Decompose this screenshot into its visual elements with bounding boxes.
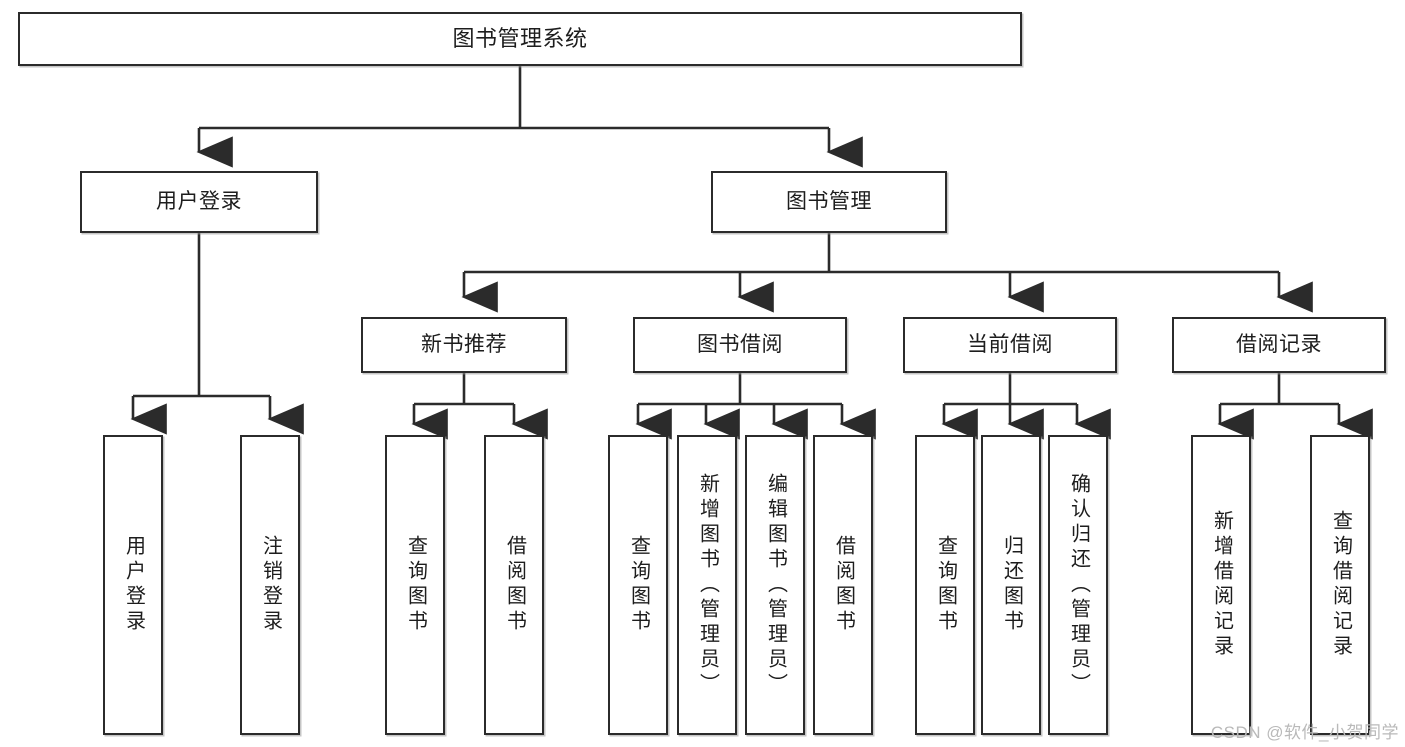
node-leaf-return-book[interactable]: 归还图书	[981, 435, 1041, 735]
node-label: 查询借阅记录	[1329, 510, 1352, 660]
node-leaf-edit-book-admin[interactable]: 编辑图书（管理员）	[745, 435, 805, 735]
node-leaf-query-book-recommendation[interactable]: 查询图书	[385, 435, 445, 735]
node-label: 查询图书	[404, 535, 427, 635]
node-leaf-borrow-book-recommendation[interactable]: 借阅图书	[484, 435, 544, 735]
csdn-watermark: CSDN @软件_小贺同学	[1210, 723, 1399, 742]
node-leaf-confirm-return-admin[interactable]: 确认归还（管理员）	[1048, 435, 1108, 735]
node-label: 新增图书（管理员）	[696, 472, 719, 698]
node-leaf-query-book-borrow[interactable]: 查询图书	[608, 435, 668, 735]
node-leaf-add-book-admin[interactable]: 新增图书（管理员）	[677, 435, 737, 735]
node-leaf-add-borrow-record[interactable]: 新增借阅记录	[1191, 435, 1251, 735]
node-root-book-management-system[interactable]: 图书管理系统	[18, 12, 1022, 66]
node-label: 新增借阅记录	[1210, 510, 1233, 660]
node-label: 新书推荐	[421, 332, 507, 356]
node-leaf-logout-login[interactable]: 注销登录	[240, 435, 300, 735]
node-leaf-query-book-current[interactable]: 查询图书	[915, 435, 975, 735]
node-new-book-recommendation[interactable]: 新书推荐	[361, 317, 567, 373]
node-label: 借阅图书	[832, 535, 855, 635]
node-label: 图书管理	[786, 189, 872, 213]
node-label: 编辑图书（管理员）	[764, 472, 787, 698]
node-borrow-record[interactable]: 借阅记录	[1172, 317, 1386, 373]
node-leaf-user-login[interactable]: 用户登录	[103, 435, 163, 735]
node-label: 用户登录	[122, 535, 145, 635]
node-leaf-query-borrow-record[interactable]: 查询借阅记录	[1310, 435, 1370, 735]
node-label: 确认归还（管理员）	[1067, 472, 1090, 698]
node-book-borrow[interactable]: 图书借阅	[633, 317, 847, 373]
node-label: 借阅图书	[503, 535, 526, 635]
node-label: 借阅记录	[1236, 332, 1322, 356]
node-label: 图书借阅	[697, 332, 783, 356]
node-label: 当前借阅	[967, 332, 1053, 356]
node-current-borrow[interactable]: 当前借阅	[903, 317, 1117, 373]
node-label: 图书管理系统	[452, 26, 588, 52]
node-label: 用户登录	[156, 189, 242, 213]
node-label: 查询图书	[627, 535, 650, 635]
node-user-login[interactable]: 用户登录	[80, 171, 318, 233]
node-book-management[interactable]: 图书管理	[711, 171, 947, 233]
node-label: 注销登录	[259, 535, 282, 635]
node-label: 归还图书	[1000, 535, 1023, 635]
node-label: 查询图书	[934, 535, 957, 635]
node-leaf-borrow-book-borrow[interactable]: 借阅图书	[813, 435, 873, 735]
